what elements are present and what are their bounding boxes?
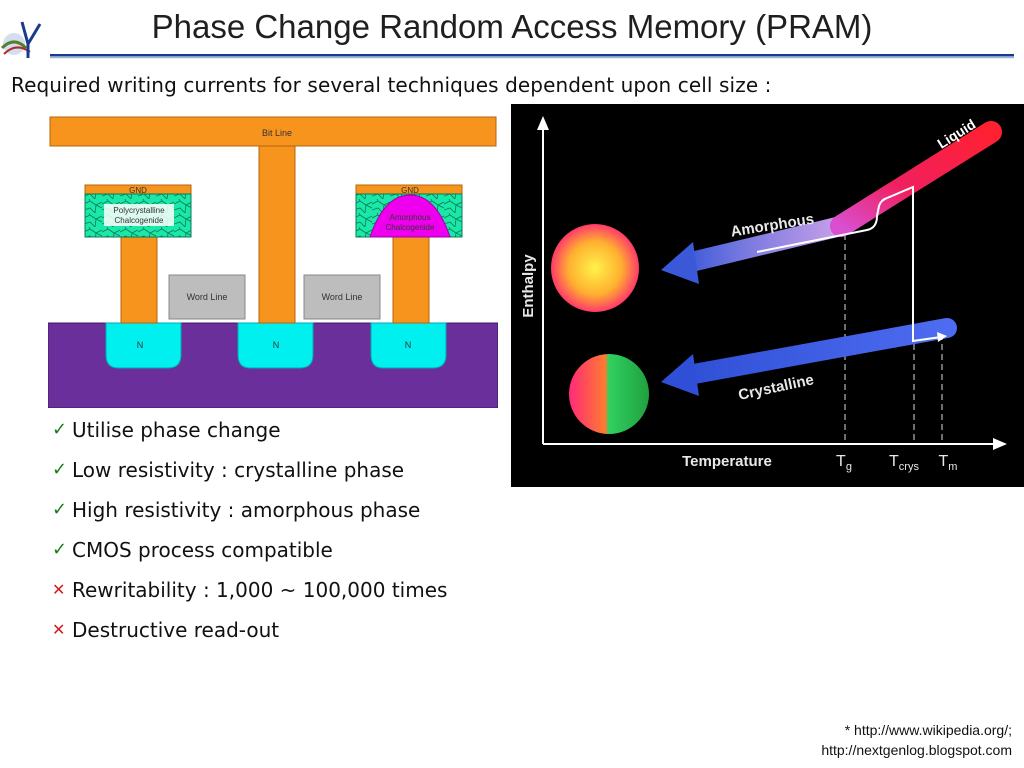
cross-icon: ✕	[52, 620, 66, 639]
gnd-label-right: GND	[401, 186, 419, 195]
bullet-text: Rewritability : 1,000 ~ 100,000 times	[72, 578, 448, 602]
reference-link-wikipedia[interactable]: * http://www.wikipedia.org/;	[844, 722, 1012, 738]
check-icon: ✓	[52, 499, 68, 520]
liquid-band	[830, 121, 1002, 237]
n-well-left	[105, 322, 182, 369]
n-well-mid	[237, 322, 314, 369]
check-icon: ✓	[52, 419, 68, 440]
bit-line	[49, 116, 497, 147]
crystalline-arrowhead	[661, 354, 699, 396]
slide-title: Phase Change Random Access Memory (PRAM)	[151, 8, 873, 45]
references: * http://www.wikipedia.org/; http://next…	[821, 720, 1012, 760]
n-label-mid: N	[273, 340, 280, 350]
gnd-label-left: GND	[129, 186, 147, 195]
crystalline-label: Crystalline	[737, 371, 816, 404]
x-axis-label: Temperature	[682, 453, 772, 470]
bullet-text: Destructive read-out	[72, 618, 280, 642]
word-line-left	[168, 274, 246, 320]
list-item: ✓CMOS process compatible	[52, 530, 447, 570]
university-logo	[0, 21, 42, 58]
amorphous-band	[673, 216, 851, 274]
amorphous-dome	[369, 194, 451, 238]
bullet-text: High resistivity : amorphous phase	[72, 498, 421, 522]
check-icon: ✓	[52, 539, 68, 560]
tm-label: Tm	[939, 453, 958, 473]
bullet-text: Low resistivity : crystalline phase	[72, 458, 405, 482]
n-label-left: N	[137, 340, 144, 350]
enthalpy-diagram: Enthalpy Temperature Tg Tcrys Tm Liquid …	[511, 104, 1024, 487]
via-left	[120, 236, 158, 324]
word-line-label-left: Word Line	[187, 292, 228, 302]
amorphous-ball	[551, 224, 639, 312]
word-line-right	[303, 274, 381, 320]
y-axis-label: Enthalpy	[520, 254, 537, 318]
via-right	[392, 236, 430, 324]
feature-list: ✓Utilise phase change ✓Low resistivity :…	[52, 410, 447, 650]
poly-label-1: Polycrystalline	[113, 206, 165, 215]
title-rule	[50, 54, 1014, 59]
pram-cell-diagram: N N N Bit Line GND GND Polycrystalline C…	[48, 116, 498, 408]
cycle-trace	[756, 185, 942, 343]
reference-link-blog[interactable]: http://nextgenlog.blogspot.com	[821, 742, 1012, 758]
crystalline-band	[673, 318, 957, 386]
bullet-text: Utilise phase change	[72, 418, 281, 442]
check-icon: ✓	[52, 459, 68, 480]
tcrys-label: Tcrys	[889, 453, 919, 473]
list-item: ✕ Rewritability : 1,000 ~ 100,000 times	[52, 570, 447, 610]
n-label-right: N	[405, 340, 412, 350]
crystalline-ball	[569, 354, 649, 434]
list-item: ✓High resistivity : amorphous phase	[52, 490, 447, 530]
cross-icon: ✕	[52, 580, 66, 599]
amor-label-1: Amorphous	[390, 213, 431, 222]
list-item: ✓Utilise phase change	[52, 410, 447, 450]
word-line-label-right: Word Line	[322, 292, 363, 302]
via-center	[258, 145, 296, 324]
list-item: ✕ Destructive read-out	[52, 610, 447, 650]
bullet-text: CMOS process compatible	[72, 538, 333, 562]
poly-label-2: Chalcogenide	[115, 216, 164, 225]
bit-line-label: Bit Line	[262, 128, 292, 138]
tg-label: Tg	[836, 453, 852, 473]
list-item: ✓Low resistivity : crystalline phase	[52, 450, 447, 490]
n-well-right	[370, 322, 447, 369]
amor-label-2: Chalcogenide	[386, 223, 435, 232]
amorphous-arrowhead	[661, 242, 699, 284]
slide-subtitle: Required writing currents for several te…	[11, 73, 772, 97]
